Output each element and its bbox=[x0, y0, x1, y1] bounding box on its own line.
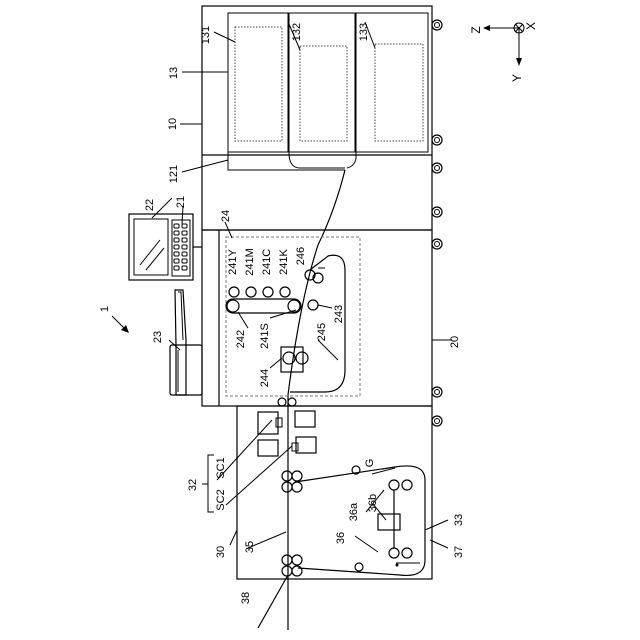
main-conveyance-path bbox=[288, 170, 345, 630]
leader-245 bbox=[318, 340, 338, 360]
label-121: 121 bbox=[168, 165, 180, 183]
secondary-transfer-roller-243 bbox=[308, 300, 318, 310]
label-23: 23 bbox=[152, 331, 164, 343]
keypad-21 bbox=[174, 224, 187, 270]
junction-rollers bbox=[278, 398, 296, 406]
label-32: 32 bbox=[187, 479, 199, 491]
label-20: 20 bbox=[449, 336, 461, 348]
label-131: 131 bbox=[200, 26, 212, 44]
label-SC1: SC1 bbox=[215, 457, 227, 478]
transfer-belt-242 bbox=[226, 299, 301, 313]
drums-241 bbox=[229, 287, 290, 297]
unit-30-frame bbox=[237, 406, 432, 579]
unit-10-frame bbox=[202, 6, 432, 230]
label-241M: 241M bbox=[244, 248, 256, 276]
label-241Y: 241Y bbox=[227, 248, 239, 274]
label-132: 132 bbox=[291, 23, 303, 41]
sensors-SC bbox=[258, 411, 316, 456]
label-33: 33 bbox=[453, 514, 465, 526]
label-13: 13 bbox=[168, 67, 180, 79]
manual-feeder-23 bbox=[170, 290, 202, 395]
label-G: G bbox=[364, 459, 376, 468]
exit-tray-38 bbox=[258, 575, 288, 628]
rollers-right-10 bbox=[432, 20, 442, 426]
label-246: 246 bbox=[295, 247, 307, 265]
label-35: 35 bbox=[244, 541, 256, 553]
tray-131 bbox=[228, 13, 288, 152]
label-241C: 241C bbox=[261, 249, 273, 275]
label-36b: 36b bbox=[367, 494, 379, 512]
axis-z-label: Z bbox=[469, 26, 483, 33]
label-1: 1 bbox=[99, 306, 111, 312]
label-21: 21 bbox=[175, 196, 187, 208]
apparatus-1-arrow bbox=[112, 316, 129, 333]
label-SC2: SC2 bbox=[215, 489, 227, 510]
label-37: 37 bbox=[453, 546, 465, 558]
label-243: 243 bbox=[333, 305, 345, 323]
axis-y-label: Y bbox=[510, 74, 524, 82]
axes-indicator bbox=[483, 23, 524, 66]
label-36a: 36a bbox=[348, 502, 360, 521]
label-36: 36 bbox=[335, 532, 347, 544]
stack-unit-33 bbox=[352, 466, 420, 571]
conveyance-rollers-35 bbox=[282, 471, 302, 576]
label-30: 30 bbox=[215, 546, 227, 558]
label-38: 38 bbox=[240, 592, 252, 604]
label-242: 242 bbox=[235, 330, 247, 348]
label-10: 10 bbox=[167, 118, 179, 130]
leader-lines bbox=[152, 22, 452, 552]
bracket-32 bbox=[202, 455, 214, 512]
axis-x-label: X bbox=[524, 22, 538, 30]
branch-path-37 bbox=[295, 466, 425, 576]
label-24: 24 bbox=[220, 210, 232, 222]
label-22: 22 bbox=[144, 199, 156, 211]
label-133: 133 bbox=[358, 23, 370, 41]
sheet-cabinet-13 bbox=[228, 13, 428, 152]
label-241S: 241S bbox=[259, 323, 271, 349]
label-245: 245 bbox=[316, 323, 328, 341]
label-244: 244 bbox=[259, 369, 271, 387]
label-241K: 241K bbox=[278, 248, 290, 274]
